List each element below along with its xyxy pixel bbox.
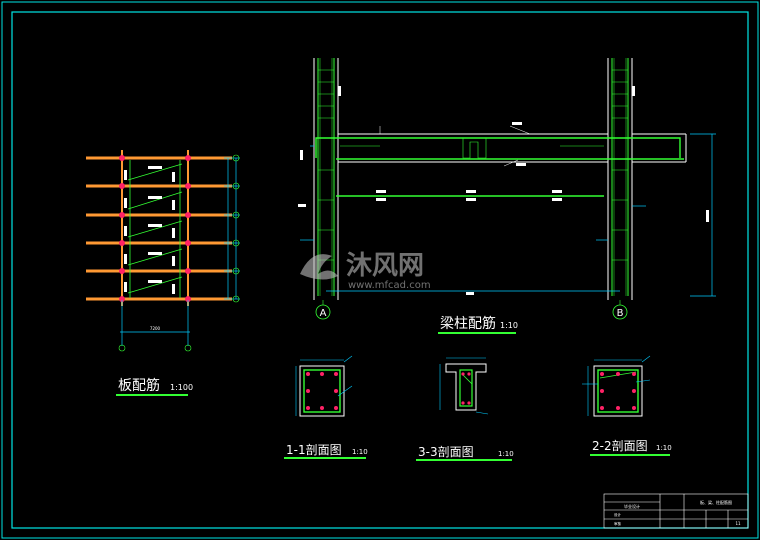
slab-plan-title: 板配筋 [118, 377, 160, 394]
title-block-designer: 设计 [614, 512, 622, 517]
axis-marker-b [612, 304, 628, 320]
section-1-1-title: 1-1剖面图 [286, 443, 342, 457]
watermark-brand: 沐风网 [346, 251, 424, 281]
beam-column-title: 梁柱配筋 [440, 315, 496, 332]
section-1-1 [295, 355, 353, 417]
beam-column-scale: 1:10 [500, 321, 518, 330]
axis-marker-a [315, 304, 331, 320]
title-block-checker: 审核 [614, 521, 622, 526]
section-1-1-scale: 1:10 [352, 448, 368, 456]
inner-border [11, 11, 749, 529]
title-block [603, 493, 749, 529]
beam-column-elevation: A B [298, 58, 716, 320]
axis-label-a: A [320, 308, 327, 319]
title-block-project: 毕业设计 [624, 503, 640, 509]
section-2-2-title: 2-2剖面图 [592, 439, 648, 453]
slab-plan-scale: 1:100 [170, 383, 193, 392]
watermark-url: www.mfcad.com [348, 280, 431, 291]
section-3-3 [439, 357, 489, 415]
slab-dimension-label: 7200 [150, 326, 161, 331]
section-3-3-title: 3-3剖面图 [418, 445, 474, 459]
slab-plan: 7200 [86, 150, 240, 352]
watermark: 沐风网 www.mfcad.com [300, 251, 431, 291]
title-block-drawing: 板、梁、柱配筋图 [700, 499, 732, 505]
section-3-3-scale: 1:10 [498, 450, 514, 458]
watermark-logo-icon [300, 254, 338, 280]
section-2-2 [582, 355, 651, 417]
section-2-2-scale: 1:10 [656, 444, 672, 452]
title-block-sheet: 11 [735, 521, 741, 526]
axis-label-b: B [617, 308, 624, 319]
